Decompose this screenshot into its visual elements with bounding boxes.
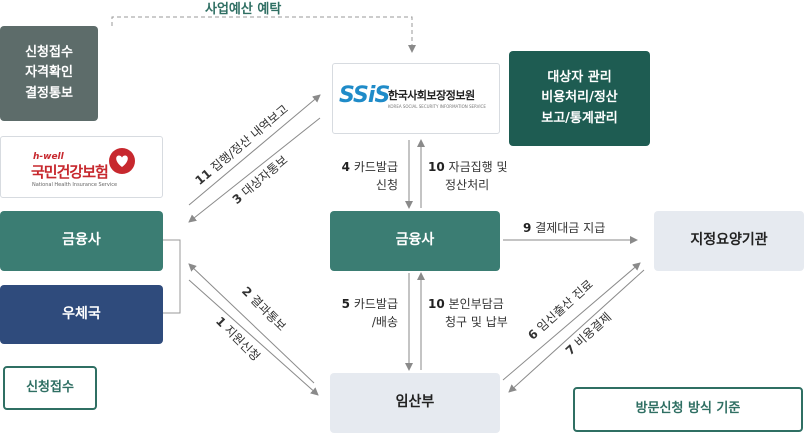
process-line-3: 결정통보 bbox=[25, 85, 73, 101]
arrow-2 bbox=[188, 263, 315, 384]
arrow-1 bbox=[188, 279, 319, 396]
ssis-logo: SSiS 한국사회보장정보원 KOREA SOCIAL SECURITY INF… bbox=[332, 63, 500, 134]
nhis-tagline: h-well bbox=[33, 152, 64, 162]
budget-deposit-arrow bbox=[111, 16, 416, 53]
flow-9-label: 9 결제대금 지급 bbox=[523, 221, 606, 235]
ssis-mark: SSiS bbox=[339, 83, 390, 108]
flow-4-label: 4 카드발급 신청 bbox=[341, 160, 398, 192]
management-box: 대상자 관리 비용처리/정산 보고/통계관리 bbox=[509, 51, 650, 146]
apply-button[interactable]: 신청접수 bbox=[3, 366, 97, 410]
visit-method-button[interactable]: 방문신청 방식 기준 bbox=[573, 387, 803, 432]
designated-provider-box: 지정요양기관 bbox=[654, 211, 804, 271]
post-office-box: 우체국 bbox=[0, 285, 163, 344]
process-box: 신청접수 자격확인 결정통보 bbox=[0, 26, 98, 121]
center-finance-box: 금융사 bbox=[330, 211, 500, 271]
flow-10b-label: 10 본인부담금 청구 및 납부 bbox=[428, 297, 508, 329]
flow-10a-label: 10 자금집행 및 정산처리 bbox=[428, 160, 508, 192]
management-line-1: 대상자 관리 bbox=[547, 70, 612, 86]
process-line-2: 자격확인 bbox=[25, 65, 73, 81]
nhis-name: 국민건강보험 bbox=[31, 163, 109, 181]
pregnant-woman-box: 임산부 bbox=[330, 373, 500, 433]
process-line-1: 신청접수 bbox=[25, 45, 73, 61]
management-line-3: 보고/통계관리 bbox=[541, 110, 618, 126]
nhis-english: National Health Insurance Service bbox=[32, 182, 118, 188]
heart-icon bbox=[109, 148, 135, 174]
ssis-name: 한국사회보장정보원 bbox=[388, 89, 475, 102]
nhis-logo: h-well 국민건강보험 National Health Insurance … bbox=[0, 136, 163, 198]
arrow-11 bbox=[188, 94, 321, 206]
flow-5-label: 5 카드발급 /배송 bbox=[341, 297, 398, 329]
arrow-7 bbox=[508, 269, 645, 393]
arrow-3 bbox=[188, 117, 321, 223]
budget-deposit-label: 사업예산 예탁 bbox=[205, 2, 282, 17]
left-finance-box: 금융사 bbox=[0, 211, 163, 271]
ssis-english: KOREA SOCIAL SECURITY INFORMATION SERVIC… bbox=[388, 104, 486, 109]
arrow-6 bbox=[502, 262, 641, 381]
left-bracket-line bbox=[163, 239, 181, 314]
management-line-2: 비용처리/정산 bbox=[541, 90, 618, 106]
